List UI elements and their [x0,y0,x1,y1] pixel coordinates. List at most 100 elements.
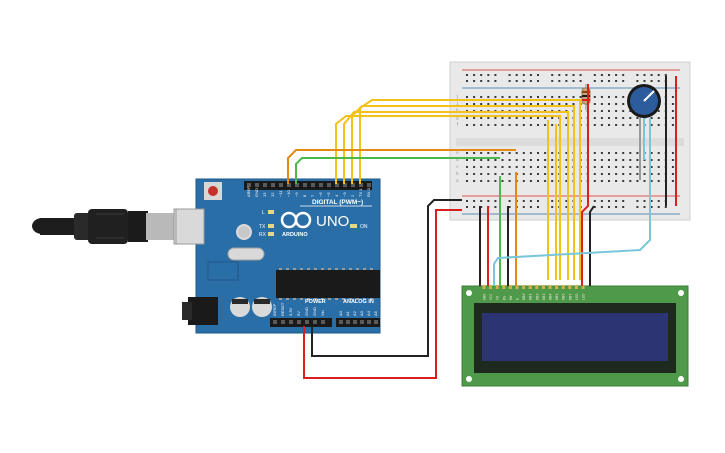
wire-cyan [493,118,651,286]
wire-black-3 [589,205,595,286]
power-jack [188,297,218,325]
digital-header [244,181,372,190]
arduino-power-pin-label: GND [312,307,317,316]
breadboard-row-letter: e [456,151,459,156]
arduino-power-pin [305,320,309,324]
breadboard-row-letter: j [456,94,459,100]
arduino-analog-pin [360,320,364,324]
svg-text:UNO: UNO [316,213,349,230]
arduino-analog-pin-label: A1 [345,310,350,316]
arduino-power-pin [313,320,317,324]
lcd-pin-label: LED [575,294,579,301]
arduino-top-pin [295,183,299,187]
lcd-pin [541,285,545,289]
lcd-pin [482,285,486,289]
arduino-top-pin [335,183,339,187]
arduino-top-pin-label: ~10 [286,189,291,197]
lcd-pin [568,285,572,289]
breadboard-row-letter: d [456,157,459,163]
arduino-analog-pin [367,320,371,324]
arduino-power-pin [281,320,285,324]
arduino-top-pin-label: RX 0 [366,187,371,197]
arduino-top-pin-label: 8 [302,194,307,197]
arduino-top-pin [319,183,323,187]
lcd-pin [574,285,578,289]
on-led-label: ON [360,224,368,230]
wire-yellow-1 [335,115,561,280]
analog-header-label: ANALOG IN [343,299,374,305]
wire-green [295,157,500,184]
arduino-top-pin-label: AREF [246,186,251,197]
lcd-pin [535,285,539,289]
lcd-pin [522,285,526,289]
lcd-pin [489,285,493,289]
arduino-logo: UNO ARDUINO [280,211,349,238]
arduino-analog-pin [353,320,357,324]
arduino-top-pin [343,183,347,187]
potentiometer [627,84,661,118]
arduino-top-pin [287,183,291,187]
arduino-top-pin-label: 13 [262,192,267,197]
lcd-pin [515,285,519,289]
arduino-top-pin [351,183,355,187]
wire-red-5v [303,209,462,379]
breadboard-row-letter: a [456,179,459,184]
arduino-top-pin-label: ~3 [342,192,347,197]
lcd-pin-label: LED [582,294,586,301]
atmega-chip [276,270,380,298]
arduino-power-pin-label: 5V [296,311,301,316]
lcd-pin-label: VCC [489,294,493,301]
lcd-pin-label: DB1 [529,294,533,301]
svg-text:L: L [262,210,265,216]
arduino-analog-pin [346,320,350,324]
lcd-pin [548,285,552,289]
wire-red-pot [581,84,589,286]
arduino-top-pin [367,183,371,187]
arduino-analog-pin [374,320,378,324]
lcd-pin-label: RW [509,295,513,300]
arduino-top-pin-label: 7 [310,194,315,197]
arduino-top-pin-label: 12 [270,192,275,197]
arduino-power-pin [273,320,277,324]
lcd-pin [502,285,506,289]
breadboard-row-letter: b [456,171,459,177]
arduino-top-pin [303,183,307,187]
arduino-top-pin-label: ~6 [318,192,323,197]
lcd-pin [508,285,512,289]
arduino-top-pin-label: 4 [334,194,339,197]
breadboard-row-letter: f [456,122,459,128]
arduino-analog-pin-label: A3 [359,310,364,316]
breadboard-row-letter: i [456,101,459,107]
lcd-pin [561,285,565,289]
arduino-top-pin [247,183,251,187]
lcd-pin-label: DB3 [542,294,546,301]
arduino-analog-pin-label: A0 [338,310,343,316]
lcd-pin-label: V0 [496,296,500,300]
arduino-top-pin [271,183,275,187]
arduino-top-pin [327,183,331,187]
arduino-top-pin [255,183,259,187]
status-leds: L TX RX [259,210,274,238]
lcd-pin [581,285,585,289]
crystal-oscillator [227,247,265,261]
breadboard-row-letter: g [456,116,459,121]
lcd-pin-label: DB0 [522,294,526,301]
lcd-screen [482,313,668,361]
arduino-analog-pin-label: A5 [373,310,378,316]
power-header-label: POWER [305,299,326,305]
arduino-power-pin [321,320,325,324]
lcd-pin-label: RS [502,296,506,300]
arduino-power-pin-label: 3.3V [288,307,293,316]
arduino-power-pin-label: GND [304,307,309,316]
arduino-top-pin-label: ~11 [278,190,283,197]
svg-text:ARDUINO: ARDUINO [282,232,308,238]
wire-yellow-2 [343,111,569,280]
analog-header [336,318,380,327]
wire-yellow-4 [359,99,581,280]
arduino-top-pin-label: TX 1 [358,188,363,197]
arduino-power-pin [289,320,293,324]
digital-header-label: DIGITAL (PWM~) [312,199,363,206]
